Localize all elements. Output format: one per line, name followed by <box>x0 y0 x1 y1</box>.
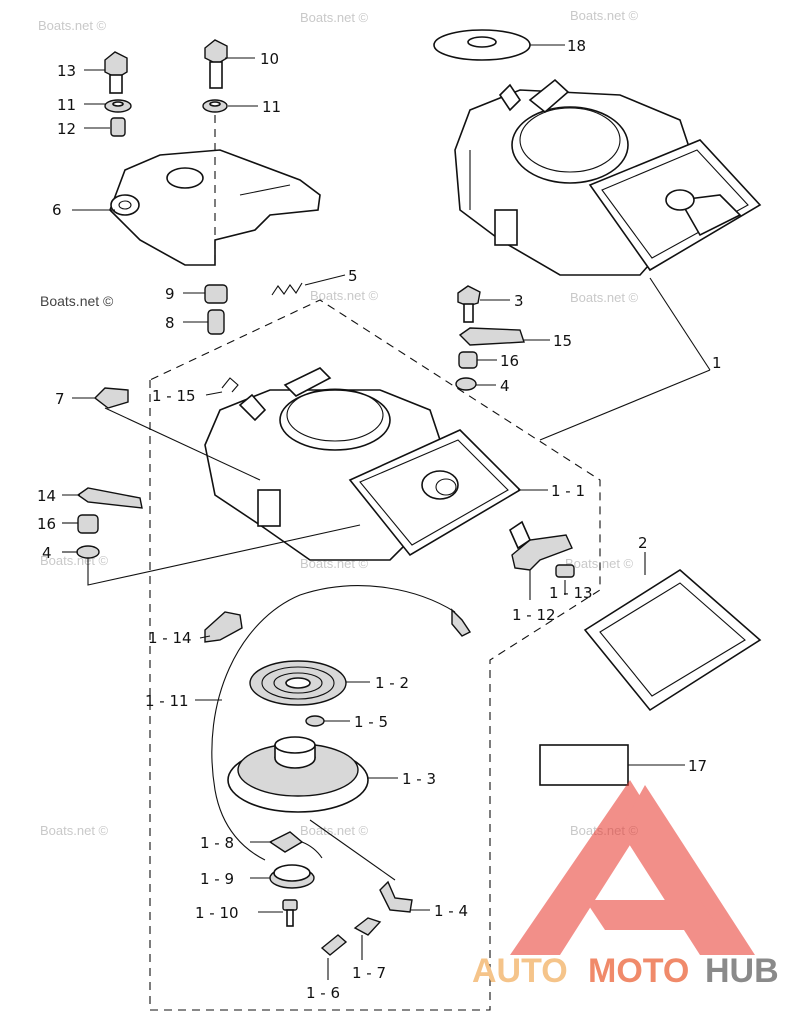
callout-1-6: 1 - 6 <box>306 984 340 1002</box>
part-11-washer-center <box>202 99 228 113</box>
automotohub-logo: AUTO MOTO HUB <box>472 780 779 990</box>
callout-1-7: 1 - 7 <box>352 964 386 982</box>
callout-8: 8 <box>165 314 175 332</box>
part-4-washer <box>455 377 477 391</box>
part-11-washer-left <box>104 99 132 113</box>
callout-1-12: 1 - 12 <box>512 606 556 624</box>
part-1-11-rope <box>211 585 456 861</box>
callout-1-3: 1 - 3 <box>402 770 436 788</box>
callout-1-2: 1 - 2 <box>375 674 409 692</box>
watermark-text: Boats.net © <box>40 823 109 838</box>
part-13-bolt <box>104 51 128 94</box>
brand-hub: HUB <box>705 952 779 990</box>
part-1-5-washer <box>305 715 325 727</box>
part-1-3-reel <box>227 736 369 813</box>
part-1-1-case <box>204 367 522 561</box>
watermark-text: Boats.net © <box>570 8 639 23</box>
part-16-collar <box>458 351 478 369</box>
part-6-cover <box>109 149 321 266</box>
callout-2: 2 <box>638 534 648 552</box>
callout-14: 14 <box>37 487 56 505</box>
callout-11-center: 11 <box>262 98 281 116</box>
part-1-14-pawl-spring <box>204 611 243 643</box>
callout-1: 1 <box>712 354 722 372</box>
callout-labels: 18 13 10 11 11 12 6 5 9 8 3 15 16 4 1 7 … <box>37 37 722 1002</box>
part-1-2-spiral-spring <box>249 660 347 706</box>
part-16-collar-left <box>77 514 99 534</box>
callout-16-right: 16 <box>500 352 519 370</box>
watermark-text: Boats.net © <box>570 290 639 305</box>
part-5-spring <box>271 282 303 296</box>
callout-1-13: 1 - 13 <box>549 584 593 602</box>
part-1-8-spring <box>268 831 323 859</box>
callout-1-8: 1 - 8 <box>200 834 234 852</box>
part-1-7-pin <box>353 917 382 936</box>
callout-4-left: 4 <box>42 544 52 562</box>
callout-1-15: 1 - 15 <box>152 387 196 405</box>
brand-moto: MOTO <box>588 952 689 990</box>
part-18-washer <box>433 29 531 61</box>
part-17-label <box>539 744 629 786</box>
callout-9: 9 <box>165 285 175 303</box>
callout-1-4: 1 - 4 <box>434 902 468 920</box>
watermark-text: Boats.net © <box>300 823 369 838</box>
callout-1-10: 1 - 10 <box>195 904 239 922</box>
part-1-starter-assembly <box>454 78 762 276</box>
part-1-4-pawl <box>379 880 413 913</box>
callout-1-11: 1 - 11 <box>145 692 189 710</box>
callout-15: 15 <box>553 332 572 350</box>
rope-end <box>451 608 472 637</box>
callout-4-right: 4 <box>500 377 510 395</box>
part-12-collar <box>110 117 126 137</box>
watermark-text-dark: Boats.net © <box>40 293 114 309</box>
callout-16-left: 16 <box>37 515 56 533</box>
part-8-sleeve <box>207 309 225 335</box>
callout-17: 17 <box>688 757 707 775</box>
watermark-text: Boats.net © <box>38 18 107 33</box>
callout-5: 5 <box>348 267 358 285</box>
part-1-12-handle <box>508 520 573 571</box>
part-15-link <box>458 327 525 346</box>
leader-lines <box>62 44 711 980</box>
callout-13: 13 <box>57 62 76 80</box>
part-10-bolt <box>204 39 228 89</box>
watermark-text: Boats.net © <box>310 288 379 303</box>
part-9-collar <box>204 284 228 304</box>
triangle-logo-mark <box>510 780 755 955</box>
watermark-text: Boats.net © <box>300 10 369 25</box>
callout-12: 12 <box>57 120 76 138</box>
part-2-gasket <box>583 569 762 712</box>
callout-3: 3 <box>514 292 524 310</box>
part-1-9-drive-plate <box>269 864 315 889</box>
part-3-bolt <box>457 285 481 323</box>
part-1-10-bolt <box>282 899 298 927</box>
part-1-13-plug <box>555 564 575 578</box>
callout-6: 6 <box>52 201 62 219</box>
callout-10: 10 <box>260 50 279 68</box>
part-1-6-spring <box>320 934 348 956</box>
callout-11-left: 11 <box>57 96 76 114</box>
assembly-1-boundary <box>149 299 601 1011</box>
callout-18: 18 <box>567 37 586 55</box>
brand-auto: AUTO <box>472 952 568 990</box>
callout-1-14: 1 - 14 <box>148 629 192 647</box>
callout-1-9: 1 - 9 <box>200 870 234 888</box>
callout-7: 7 <box>55 390 65 408</box>
part-14-link <box>76 487 143 509</box>
callout-1-1: 1 - 1 <box>551 482 585 500</box>
part-4-washer-left <box>76 545 100 559</box>
part-7-bracket <box>93 387 129 409</box>
part-1-15-clip <box>221 377 239 393</box>
watermark-text: Boats.net © <box>565 556 634 571</box>
callout-1-5: 1 - 5 <box>354 713 388 731</box>
